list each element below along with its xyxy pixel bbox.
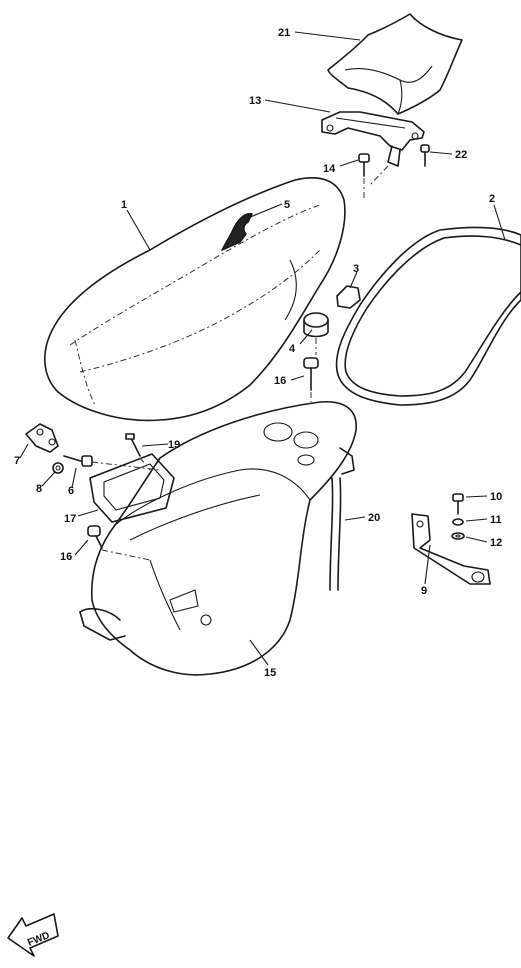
callout-4: 4 <box>289 343 296 355</box>
part-6-bolt[interactable] <box>63 455 93 467</box>
callout-9: 9 <box>421 585 427 597</box>
part-7-bracket[interactable] <box>25 423 59 453</box>
part-22-bolt[interactable] <box>420 144 430 167</box>
callout-1: 1 <box>121 199 127 211</box>
callout-14: 14 <box>323 163 336 175</box>
part-21-seat-pad[interactable] <box>327 13 463 115</box>
callout-12: 12 <box>490 537 502 549</box>
part-10-bolt[interactable] <box>452 493 464 515</box>
callout-19: 19 <box>168 439 180 451</box>
part-17-inner-lid[interactable] <box>89 453 175 523</box>
part-13-hinge-bracket[interactable] <box>321 111 425 167</box>
callout-16-upper: 16 <box>274 375 286 387</box>
part-3-damper[interactable] <box>336 285 361 309</box>
callout-16-lower: 16 <box>60 551 72 563</box>
part-16-bolt-lower[interactable] <box>87 525 103 549</box>
callout-13: 13 <box>249 95 261 107</box>
part-20-drain-hose[interactable] <box>329 477 342 591</box>
part-14-bolt[interactable] <box>358 153 370 177</box>
part-4-damper[interactable] <box>303 312 329 338</box>
callout-11: 11 <box>490 514 502 526</box>
part-15-storage-box[interactable] <box>79 401 357 676</box>
callout-22: 22 <box>455 149 467 161</box>
forward-arrow-icon: FWD <box>7 913 59 957</box>
part-1-seat[interactable] <box>44 177 346 422</box>
callout-5: 5 <box>284 199 290 211</box>
callout-7: 7 <box>14 455 20 467</box>
callout-15: 15 <box>264 667 276 679</box>
callout-20: 20 <box>368 512 380 524</box>
callout-10: 10 <box>490 491 502 503</box>
callout-labels: 21 13 14 22 1 5 2 3 4 16 19 7 8 6 17 16 … <box>14 27 502 679</box>
part-12-washer[interactable] <box>451 532 465 540</box>
callout-2: 2 <box>489 193 495 205</box>
part-2-seal-gasket[interactable] <box>335 226 521 406</box>
part-8-washer[interactable] <box>52 462 64 474</box>
callout-leaders <box>19 31 506 666</box>
callout-3: 3 <box>353 263 359 275</box>
part-11-washer[interactable] <box>452 518 464 526</box>
assembly-guide-lines <box>91 165 389 561</box>
part-16-bolt-upper[interactable] <box>303 357 319 391</box>
callout-17: 17 <box>64 513 76 525</box>
callout-8: 8 <box>36 483 42 495</box>
callout-6: 6 <box>68 485 74 497</box>
part-5-seat-emblem[interactable] <box>221 212 253 251</box>
part-19-screw[interactable] <box>125 433 141 457</box>
callout-21: 21 <box>278 27 290 39</box>
part-9-lock-lever[interactable] <box>411 513 491 585</box>
